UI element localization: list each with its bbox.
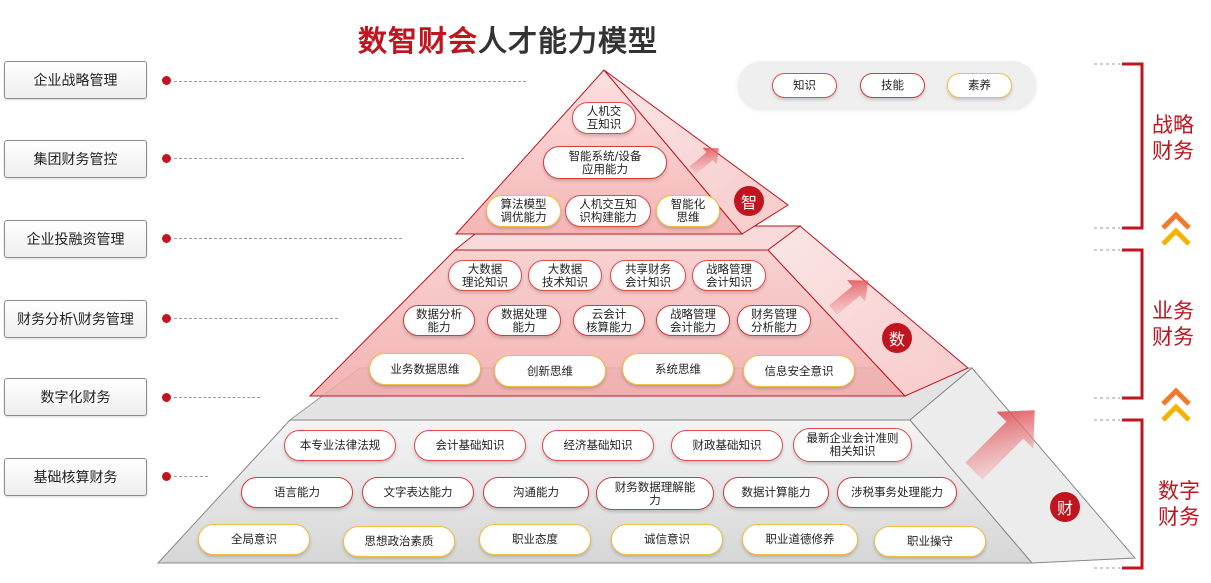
top-quality-1: 算法模型 调优能力 — [486, 195, 561, 227]
bot-knowledge-1: 本专业法律法规 — [284, 430, 396, 461]
arrow-middle — [829, 280, 869, 315]
title-part-2: 人才能力模型 — [478, 24, 659, 58]
chevron-up-icon-2 — [1161, 387, 1191, 422]
mid-skill-5: 财务管理 分析能力 — [737, 305, 811, 336]
mid-knowledge-1: 大数据 理论知识 — [448, 260, 522, 291]
bot-skill-4: 财务数据理解能 力 — [596, 477, 714, 510]
bot-quality-1: 全局意识 — [198, 524, 310, 555]
bot-quality-2: 思想政治素质 — [343, 526, 455, 557]
left-level-4: 财务分析\财务管理 — [4, 300, 147, 338]
left-level-1: 企业战略管理 — [4, 61, 147, 99]
left-level-4-line — [174, 318, 338, 319]
mid-knowledge-3: 共享财务 会计知识 — [610, 260, 686, 291]
left-level-4-dot — [162, 314, 171, 323]
right-label-strategic: 战略 财务 — [1152, 113, 1194, 163]
top-knowledge-2: 人机交互知 识构建能力 — [565, 195, 651, 227]
bot-quality-3: 职业态度 — [479, 524, 591, 555]
arrow-top — [689, 147, 719, 175]
chevron-up-icon-1 — [1161, 211, 1191, 246]
bot-skill-1: 语言能力 — [241, 477, 353, 508]
mid-skill-1: 数据分析 能力 — [403, 305, 475, 336]
right-label-business: 业务 财务 — [1152, 299, 1194, 349]
badge-zhi: 智 — [734, 186, 764, 216]
left-level-5-line — [174, 397, 260, 398]
bot-knowledge-5: 最新企业会计准则 相关知识 — [793, 428, 912, 462]
bot-skill-6: 涉税事务处理能力 — [837, 477, 957, 508]
left-level-1-line — [174, 81, 526, 82]
legend-quality: 素养 — [947, 73, 1012, 98]
mid-quality-3: 系统思维 — [622, 353, 734, 385]
badge-cai: 财 — [1050, 492, 1080, 522]
mid-quality-2: 创新思维 — [494, 355, 606, 387]
arrow-bottom — [965, 410, 1035, 480]
left-level-3: 企业投融资管理 — [4, 220, 147, 258]
page-title: 数智财会人才能力模型 — [358, 18, 658, 60]
bracket-digital — [1122, 418, 1144, 570]
top-knowledge-1: 人机交 互知识 — [572, 102, 636, 134]
left-level-6-dot — [162, 472, 171, 481]
bot-skill-5: 数据计算能力 — [723, 477, 829, 508]
bracket-business — [1122, 248, 1144, 400]
bot-knowledge-3: 经济基础知识 — [542, 430, 654, 461]
left-level-3-line — [174, 238, 402, 239]
left-level-6-line — [174, 476, 208, 477]
mid-knowledge-2: 大数据 技术知识 — [528, 260, 602, 291]
top-skill-1: 智能系统/设备 应用能力 — [543, 146, 667, 179]
middle-tier-side — [767, 225, 969, 397]
legend-skill: 技能 — [860, 73, 925, 98]
left-level-2-line — [174, 158, 464, 159]
badge-shu: 数 — [882, 323, 912, 353]
bot-knowledge-2: 会计基础知识 — [414, 430, 526, 461]
left-level-2: 集团财务管控 — [4, 140, 147, 178]
bot-quality-5: 职业道德修养 — [742, 524, 858, 555]
left-level-6: 基础核算财务 — [4, 458, 147, 496]
bot-skill-2: 文字表达能力 — [362, 477, 474, 508]
left-level-3-dot — [162, 234, 171, 243]
mid-skill-3: 云会计 核算能力 — [573, 305, 645, 336]
legend-knowledge: 知识 — [772, 73, 837, 98]
mid-skill-4: 战略管理 会计能力 — [656, 305, 730, 336]
mid-quality-4: 信息安全意识 — [743, 355, 855, 387]
bot-knowledge-4: 财政基础知识 — [671, 430, 783, 461]
bot-quality-6: 职业操守 — [874, 526, 986, 557]
mid-skill-2: 数据处理 能力 — [487, 305, 561, 336]
left-level-5-dot — [162, 393, 171, 402]
mid-quality-1: 业务数据思维 — [369, 353, 481, 385]
top-quality-2: 智能化 思维 — [656, 195, 720, 227]
right-label-digital: 数字 财务 — [1158, 479, 1200, 529]
left-level-2-dot — [162, 154, 171, 163]
left-level-1-dot — [162, 76, 171, 85]
bot-skill-3: 沟通能力 — [483, 477, 589, 508]
mid-knowledge-4: 战略管理 会计知识 — [692, 260, 766, 291]
bot-quality-4: 诚信意识 — [611, 524, 723, 555]
title-part-1: 数智财会 — [358, 24, 479, 58]
left-level-5: 数字化财务 — [4, 378, 147, 416]
bracket-strategic — [1122, 62, 1144, 230]
bottom-tier-side — [909, 367, 1137, 564]
